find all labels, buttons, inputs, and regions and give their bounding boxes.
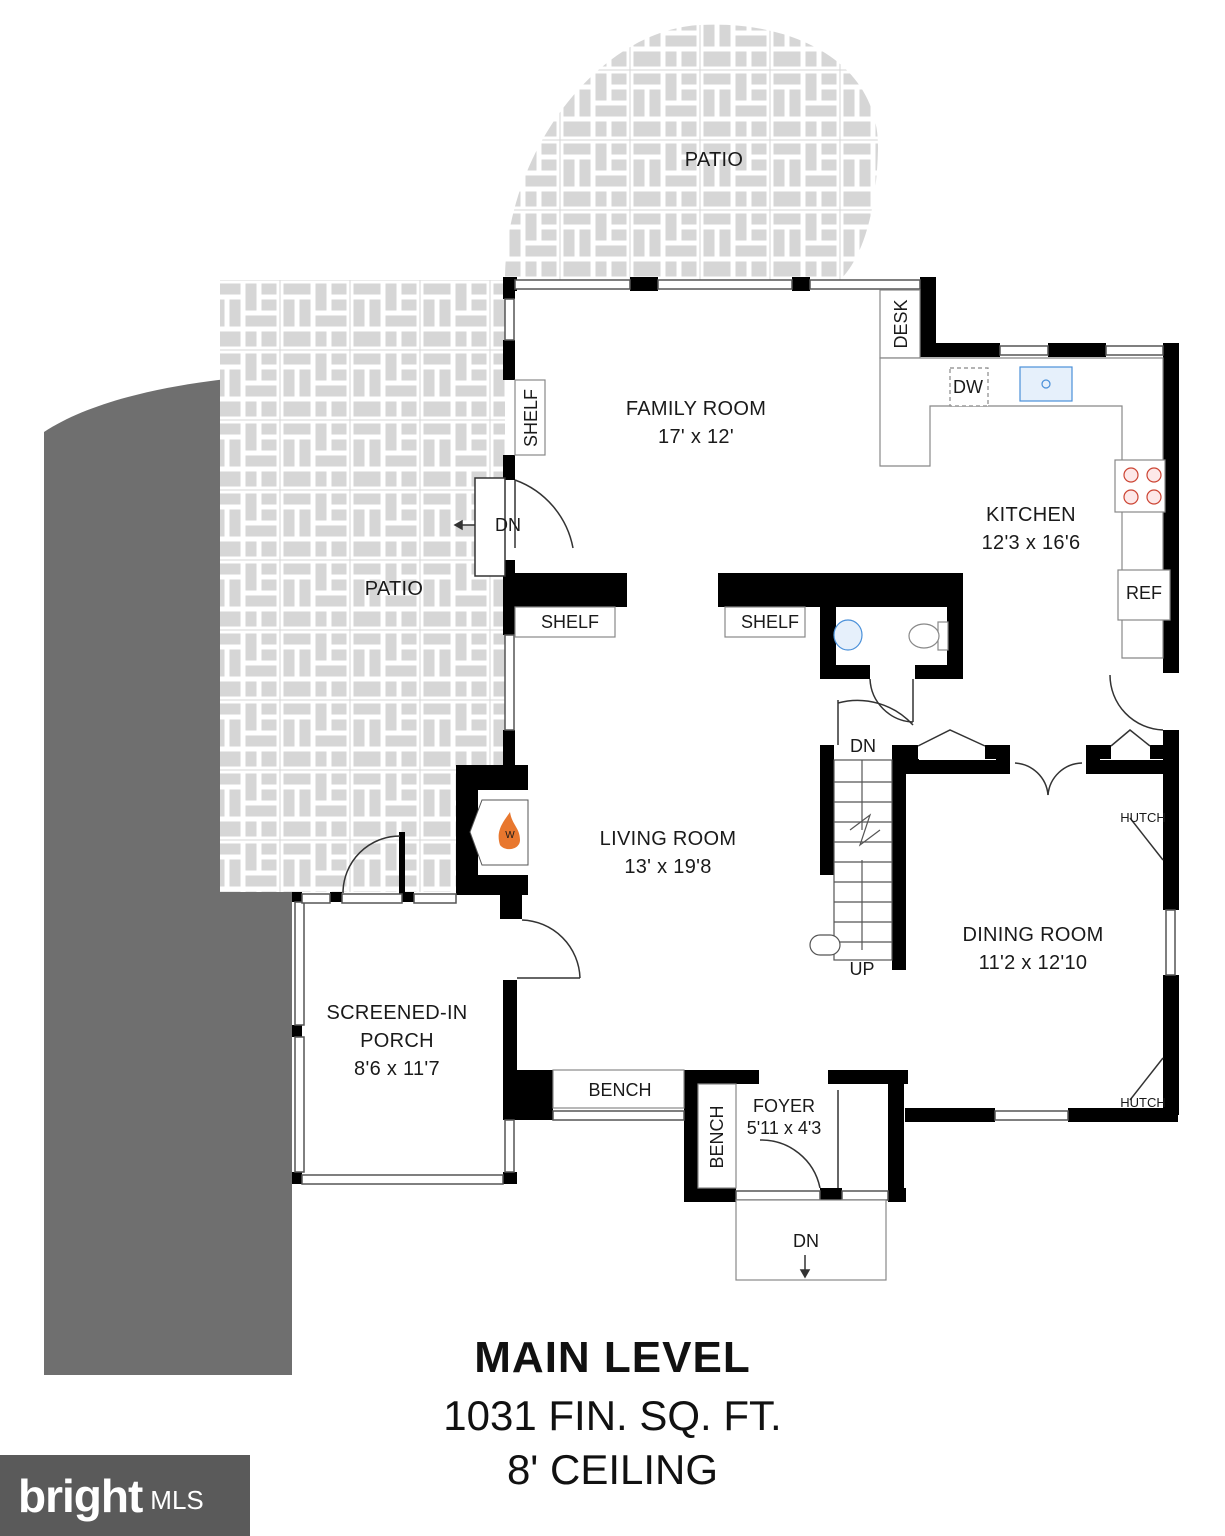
kitchen-name: KITCHEN: [986, 504, 1076, 526]
bench-foyer-label: BENCH: [707, 1105, 727, 1168]
toilet-bowl: [908, 623, 940, 649]
shelf-right-label: SHELF: [741, 612, 799, 632]
fire-icon: [498, 812, 520, 850]
basin: [833, 619, 863, 651]
dn-stair-label: DN: [850, 736, 876, 756]
shelf-left: [514, 606, 616, 638]
desk-label: DESK: [891, 299, 911, 348]
dn-front-label: DN: [793, 1231, 819, 1251]
refrigerator: [1117, 569, 1171, 621]
bench-main: [552, 1069, 685, 1109]
ref-label: REF: [1126, 583, 1162, 603]
up-stair-label: UP: [849, 959, 874, 979]
living-room-name: LIVING ROOM: [600, 828, 737, 850]
foyer-dims: 5'11 x 4'3: [747, 1118, 822, 1138]
sink: [1019, 366, 1073, 402]
logo-brand: bright: [18, 1469, 143, 1522]
porch-dims: 8'6 x 11'7: [354, 1058, 440, 1080]
patio-top-label: PATIO: [685, 149, 744, 171]
patio-top: [505, 24, 879, 281]
shelf-wall: [514, 379, 546, 456]
stove: [1114, 459, 1166, 513]
fireplace: [469, 790, 529, 875]
dishwasher: [949, 367, 989, 407]
ceiling-height: 8' CEILING: [506, 1446, 719, 1493]
kitchen-fixtures: [514, 289, 1171, 1281]
family-room-name: FAMILY ROOM: [626, 398, 766, 420]
shelf-left-label: SHELF: [541, 612, 599, 632]
square-footage: 1031 FIN. SQ. FT.: [443, 1392, 782, 1439]
desk: [879, 289, 921, 359]
bright-mls-logo: bright MLS: [0, 1455, 250, 1536]
fireplace-label: W: [505, 830, 515, 841]
hutch-bottom-label: HUTCH: [1120, 1095, 1166, 1110]
shelf-right: [724, 606, 806, 638]
step-arrows: [453, 519, 811, 1279]
doors: [342, 477, 1164, 1189]
windows: [294, 279, 1176, 1201]
dining-room-name: DINING ROOM: [962, 924, 1103, 946]
walls: [292, 277, 1179, 1202]
level-title: MAIN LEVEL: [474, 1333, 751, 1382]
bench-foyer: [697, 1083, 737, 1189]
logo-suffix: MLS: [150, 1485, 204, 1515]
dining-room-dims: 11'2 x 12'10: [979, 952, 1088, 974]
dn-patio-label: DN: [495, 515, 521, 535]
porch-name-line2: PORCH: [360, 1030, 434, 1052]
powder-room: [833, 619, 949, 651]
shelf-wall-label: SHELF: [521, 389, 541, 447]
staircase: [809, 759, 893, 961]
dw-label: DW: [953, 377, 983, 397]
bench-main-label: BENCH: [588, 1080, 651, 1100]
front-steps: [735, 1199, 887, 1281]
living-room-dims: 13' x 19'8: [624, 856, 711, 878]
family-room-dims: 17' x 12': [658, 426, 734, 448]
patio-left-label: PATIO: [365, 578, 424, 600]
kitchen-dims: 12'3 x 16'6: [982, 532, 1081, 554]
foyer-name: FOYER: [753, 1096, 815, 1116]
hutch-top-label: HUTCH: [1120, 810, 1166, 825]
porch-name-line1: SCREENED-IN: [326, 1002, 467, 1024]
